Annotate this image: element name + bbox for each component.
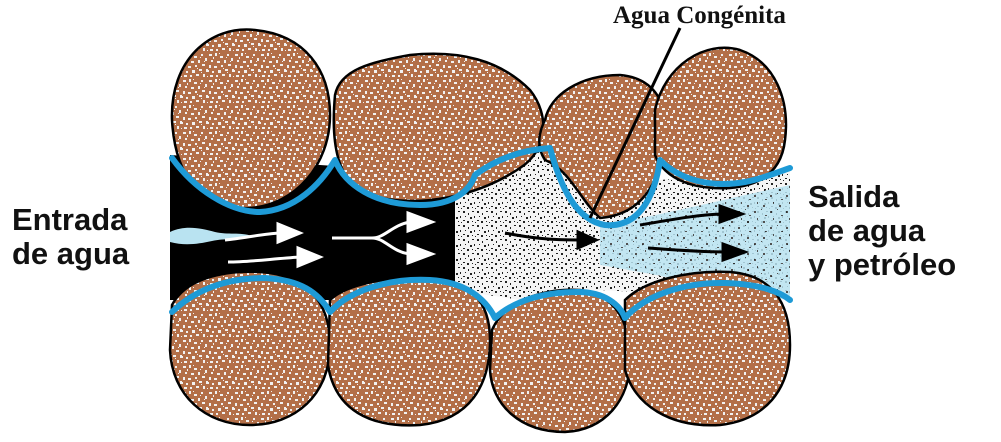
grain-top-4 xyxy=(655,48,786,188)
grain-bottom-3 xyxy=(490,290,630,432)
outlet-label-line1: Salida xyxy=(808,180,956,214)
grain-bottom-4 xyxy=(625,272,790,426)
inlet-label: Entrada de agua xyxy=(12,203,129,271)
grain-bottom-2 xyxy=(328,277,490,425)
inlet-label-line2: de agua xyxy=(12,237,129,271)
connate-water-label: Agua Congénita xyxy=(613,2,786,30)
outlet-label: Salida de agua y petróleo xyxy=(808,180,956,282)
inlet-label-line1: Entrada xyxy=(12,203,129,237)
outlet-label-line2: de agua xyxy=(808,214,956,248)
outlet-label-line3: y petróleo xyxy=(808,248,956,282)
